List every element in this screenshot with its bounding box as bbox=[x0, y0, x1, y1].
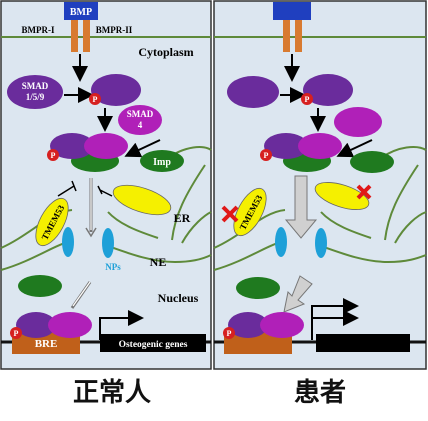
transcription-arrow bbox=[99, 310, 144, 340]
phospho-label-patient: P bbox=[305, 95, 310, 104]
yellow-inhibition bbox=[97, 185, 113, 197]
er-yellow-protein bbox=[112, 184, 172, 216]
smad4-patient bbox=[334, 107, 382, 137]
patient-panel: P P TMEM53 P bbox=[213, 0, 427, 370]
imp-binding-arrow-patient bbox=[336, 139, 373, 158]
er-label: ER bbox=[174, 211, 191, 225]
bmpr2-receptor-patient bbox=[295, 20, 302, 52]
phospho-marker-patient bbox=[301, 93, 313, 105]
smad4-label-1: SMAD bbox=[127, 109, 154, 119]
complex-phospho-marker-patient bbox=[260, 149, 272, 161]
smad159-free-patient bbox=[227, 76, 279, 108]
bmpr2-label: BMPR-II bbox=[96, 25, 133, 35]
bmpr1-label: BMPR-I bbox=[22, 25, 55, 35]
smad159-label-2: 1/5/9 bbox=[26, 92, 45, 102]
bmpr2-receptor bbox=[83, 20, 90, 52]
cytoplasm-label: Cytoplasm bbox=[138, 45, 193, 59]
smad4-label-2: 4 bbox=[138, 120, 143, 130]
normal-panel: BMP BMPR-I BMPR-II Cytoplasm SMAD 1/5/9 … bbox=[0, 0, 212, 370]
importin bbox=[140, 150, 184, 172]
complex-phospho-marker bbox=[47, 149, 59, 161]
nuclear-importin-patient bbox=[236, 277, 280, 299]
import-arrowhead bbox=[85, 227, 97, 238]
nucleus-label: Nucleus bbox=[158, 291, 199, 305]
normal-caption: 正常人 bbox=[72, 378, 151, 408]
patient-caption: 患者 bbox=[293, 378, 346, 408]
nps-label: NPs bbox=[105, 262, 121, 272]
complex-smad4-patient bbox=[298, 133, 342, 159]
complex-phospho-label: P bbox=[51, 151, 56, 160]
smad159-phosphorylated-patient bbox=[303, 74, 353, 106]
smad159-label-1: SMAD bbox=[22, 81, 49, 91]
nuclear-pore-left bbox=[62, 227, 74, 257]
nuclear-pore-left-patient bbox=[275, 227, 287, 257]
osteogenic-genes-patient bbox=[316, 334, 410, 352]
import-arrow-patient bbox=[284, 175, 318, 239]
nuclear-importin bbox=[18, 275, 62, 297]
transcription-arrow-patient-1 bbox=[311, 298, 359, 340]
smad159-free bbox=[7, 75, 63, 109]
complex-smad159-patient bbox=[264, 133, 308, 159]
bmp-ligand-patient bbox=[273, 2, 311, 20]
bre-label: BRE bbox=[35, 338, 58, 350]
er-yellow-protein-patient bbox=[314, 182, 370, 210]
nuclear-arrow-inner bbox=[72, 281, 91, 307]
bound-phospho-marker bbox=[10, 327, 22, 339]
bmpr1-receptor bbox=[71, 20, 78, 52]
bound-smad4-patient bbox=[260, 312, 304, 338]
bmp-ligand bbox=[64, 2, 98, 20]
normal-panel-border bbox=[0, 0, 212, 370]
osteogenic-genes bbox=[100, 334, 206, 352]
complex-smad4 bbox=[84, 133, 128, 159]
imp-binding-arrow bbox=[124, 139, 161, 158]
phospho-marker bbox=[89, 93, 101, 105]
bound-smad159 bbox=[16, 312, 56, 338]
nuclear-arrow-patient bbox=[283, 275, 313, 313]
yellow-mutation-cross bbox=[356, 184, 372, 200]
bound-smad4 bbox=[48, 312, 92, 338]
importin-label: Imp bbox=[153, 157, 171, 168]
nuclear-pore-right-patient bbox=[315, 228, 327, 258]
bmp-label: BMP bbox=[70, 7, 92, 18]
nuclear-pore-right bbox=[102, 228, 114, 258]
phospho-label: P bbox=[93, 95, 98, 104]
complex-phospho-label-patient: P bbox=[264, 151, 269, 160]
tmem53-inhibition bbox=[57, 180, 77, 197]
bound-smad159-patient bbox=[228, 312, 268, 338]
ne-label: NE bbox=[150, 255, 167, 269]
tmem53-mutation-cross bbox=[221, 205, 239, 223]
smad159-phosphorylated bbox=[91, 74, 141, 106]
osteogenic-label: Osteogenic genes bbox=[119, 340, 188, 350]
bmpr1-receptor-patient bbox=[283, 20, 290, 52]
bound-phospho-label: P bbox=[14, 329, 19, 338]
bound-phospho-marker-patient bbox=[223, 327, 235, 339]
bound-phospho-label-patient: P bbox=[227, 329, 232, 338]
smad4 bbox=[118, 105, 162, 135]
complex-smad159 bbox=[50, 133, 94, 159]
importin-patient bbox=[350, 151, 394, 173]
